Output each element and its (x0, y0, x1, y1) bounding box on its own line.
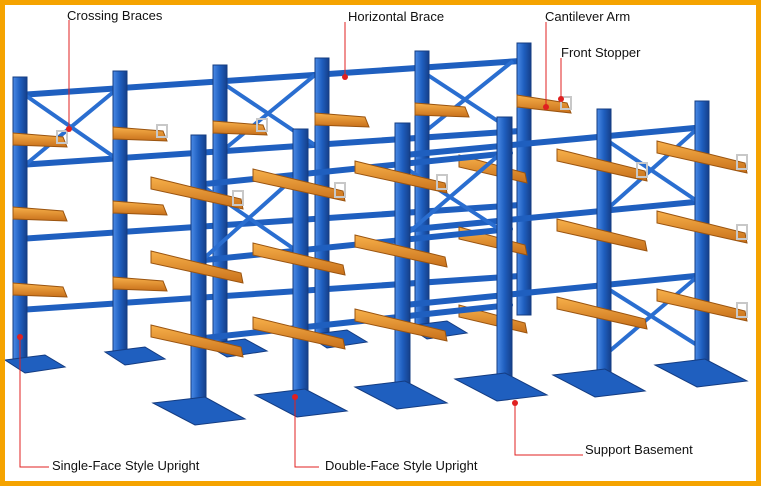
front-bases (151, 372, 549, 426)
label-front-stopper: Front Stopper (561, 45, 641, 60)
right-rack-row (402, 100, 749, 398)
front-crossing-braces (199, 153, 501, 263)
front-rack-row (56, 96, 748, 426)
back-horizontal-braces (16, 58, 523, 313)
label-cantilever-arm: Cantilever Arm (545, 9, 631, 24)
label-single-face-upright: Single-Face Style Upright (52, 458, 200, 473)
right-bases (551, 358, 749, 398)
front-cantilever-arms (150, 160, 448, 358)
label-horizontal-brace: Horizontal Brace (348, 9, 445, 24)
callout-dots (17, 74, 564, 406)
front-horizontal-braces (192, 150, 513, 342)
label-double-face-upright: Double-Face Style Upright (325, 458, 478, 473)
callout-lines (19, 20, 583, 468)
back-cantilever-arms (12, 94, 572, 298)
front-stoppers (56, 96, 748, 318)
label-crossing-braces: Crossing Braces (67, 8, 163, 23)
rack-illustration (5, 20, 749, 468)
right-horizontal-braces (402, 124, 708, 308)
right-crossing-braces (603, 127, 699, 357)
label-support-basement: Support Basement (585, 442, 693, 457)
